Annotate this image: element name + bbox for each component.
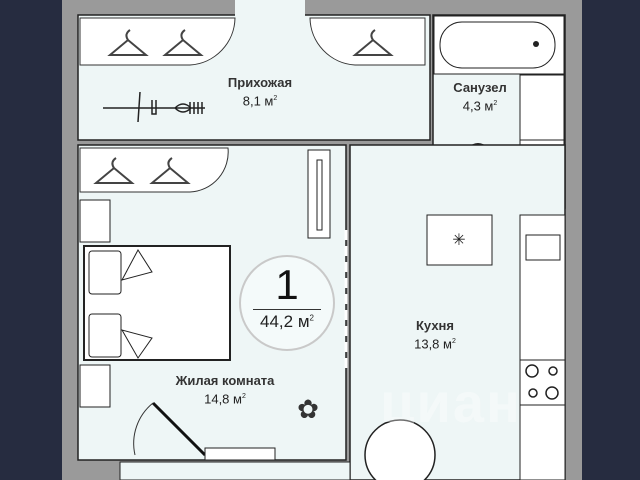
wardrobe-right: [309, 17, 426, 66]
kitchen-sink: [525, 234, 561, 261]
window-sill: [204, 447, 276, 461]
room-area: 13,8 м: [414, 336, 452, 352]
label-bathroom: Санузел 4,3 м2: [440, 80, 520, 114]
room-area: 4,3 м: [462, 98, 494, 114]
vacuum-icon: [103, 91, 205, 123]
unit-exp: 2: [493, 100, 498, 107]
pillow-top: [88, 250, 122, 295]
sink: [519, 74, 565, 141]
pillow-bottom: [88, 313, 122, 358]
nightstand-top: [79, 199, 111, 243]
unit-exp: 2: [451, 338, 456, 345]
wardrobe-bedroom: [79, 147, 229, 193]
hanger-icons: [107, 29, 394, 56]
burner-icons: [525, 364, 559, 400]
balcony-door: [151, 401, 207, 457]
tv: [316, 159, 323, 231]
room-area: 14,8 м: [204, 391, 242, 407]
drain-icon: [533, 41, 539, 47]
label-living: Жилая комната 14,8 м2: [160, 373, 290, 407]
room-area: 8,1 м: [242, 93, 274, 109]
divider: [253, 309, 321, 310]
total-area: 44,2 м: [260, 312, 310, 331]
room-name: Жилая комната: [175, 373, 275, 388]
door-swing: [133, 402, 154, 456]
unit-exp: 2: [309, 313, 314, 323]
balcony: [119, 461, 351, 480]
stove: [519, 359, 566, 406]
plant-icon: ✿: [297, 394, 319, 424]
nightstand-bottom: [79, 364, 111, 408]
rooms-count: 1: [275, 261, 299, 308]
kitchen-cabinet: [426, 214, 493, 266]
apartment-badge: 1 44,2 м2: [239, 255, 335, 351]
hanger-icons-bedroom: [93, 157, 191, 184]
room-name: Кухня: [416, 318, 454, 333]
room-name: Прихожая: [227, 75, 293, 90]
unit-exp: 2: [241, 393, 246, 400]
unit-exp: 2: [273, 95, 278, 102]
cooktop-fan-icon: ✳: [452, 232, 465, 249]
label-hallway: Прихожая 8,1 м2: [210, 75, 310, 109]
wardrobe-left: [79, 17, 236, 66]
watermark-logo: циан: [380, 371, 522, 434]
dining-table: [364, 419, 436, 480]
blanket-folds: [120, 249, 153, 359]
entrance-door: [235, 0, 305, 16]
label-kitchen: Кухня 13,8 м2: [395, 318, 475, 352]
room-name: Санузел: [453, 80, 507, 95]
bathtub-inner: [439, 21, 556, 69]
